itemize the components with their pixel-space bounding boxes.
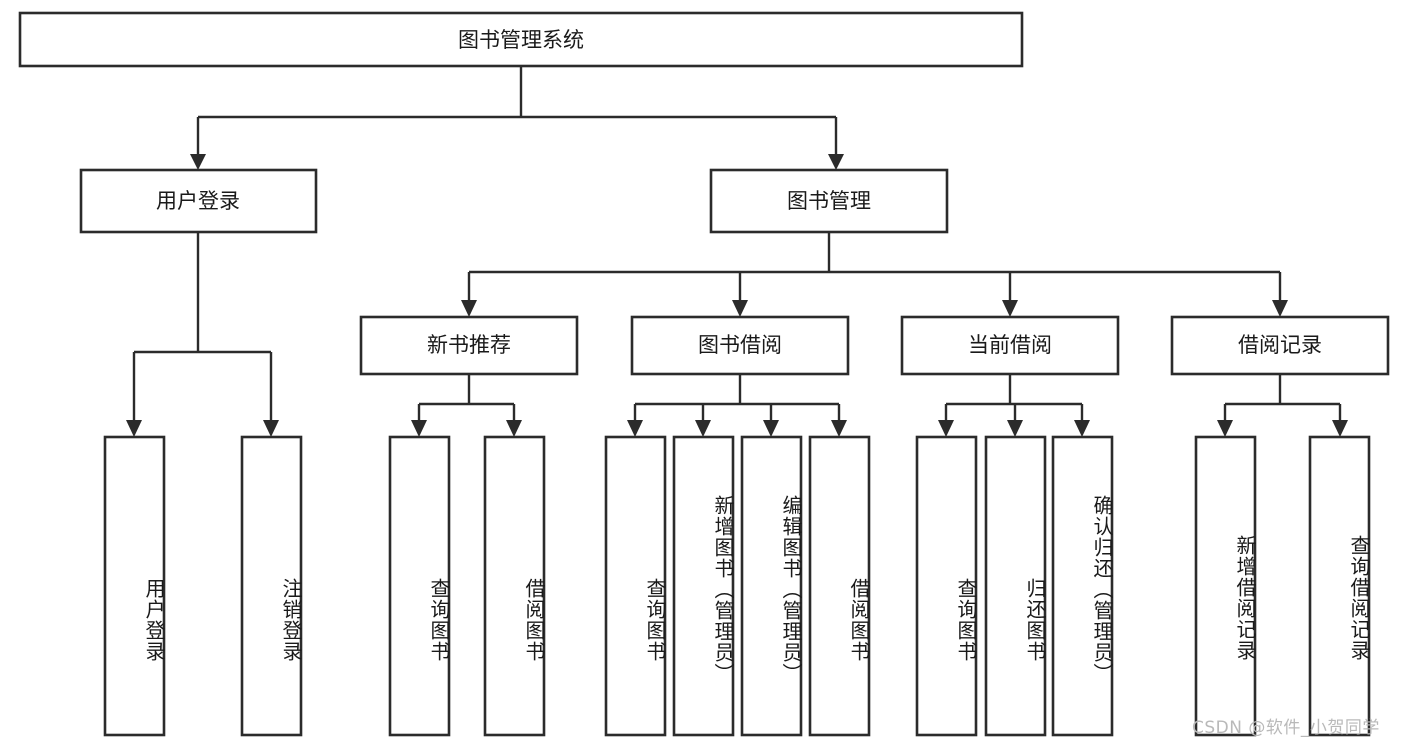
node-user-login[interactable]: 用户登录 (79, 168, 318, 234)
leaf-box-book-borrow-2[interactable] (740, 435, 803, 737)
leaf-box-book-borrow-3[interactable] (808, 435, 871, 737)
connector-level2-to-level3 (461, 232, 1288, 317)
leaf-box-user-login-0[interactable] (103, 435, 166, 737)
connector-new-book-to-leaves (411, 374, 522, 437)
connector-root-to-level2 (190, 66, 844, 170)
node-new-book-recommend-label: 新书推荐 (427, 333, 511, 357)
connector-current-borrow-to-leaves (938, 374, 1090, 437)
connector-user-login-to-leaves (126, 232, 279, 437)
leaf-box-book-borrow-1[interactable] (672, 435, 735, 737)
node-borrow-record[interactable]: 借阅记录 (1170, 315, 1390, 376)
node-book-management[interactable]: 图书管理 (709, 168, 949, 234)
connector-book-borrow-to-leaves (627, 374, 847, 437)
leaf-box-borrow-record-1[interactable] (1308, 435, 1371, 737)
node-book-management-label: 图书管理 (787, 189, 871, 213)
leaf-box-current-borrow-1[interactable] (984, 435, 1047, 737)
node-book-borrow-label: 图书借阅 (698, 333, 782, 357)
leaf-boxes (103, 435, 1371, 737)
leaf-box-book-borrow-0[interactable] (604, 435, 667, 737)
node-root-label: 图书管理系统 (458, 28, 584, 52)
leaf-box-borrow-record-0[interactable] (1194, 435, 1257, 737)
watermark-text: CSDN @软件_小贺同学 (1192, 718, 1380, 738)
node-borrow-record-label: 借阅记录 (1238, 333, 1322, 357)
node-current-borrow[interactable]: 当前借阅 (900, 315, 1120, 376)
node-user-login-label: 用户登录 (156, 189, 240, 213)
node-root-system[interactable]: 图书管理系统 (18, 11, 1024, 68)
node-new-book-recommend[interactable]: 新书推荐 (359, 315, 579, 376)
leaf-box-user-login-1[interactable] (240, 435, 303, 737)
leaf-box-current-borrow-0[interactable] (915, 435, 978, 737)
connector-borrow-record-to-leaves (1217, 374, 1348, 437)
node-current-borrow-label: 当前借阅 (968, 333, 1052, 357)
leaf-box-new-book-1[interactable] (483, 435, 546, 737)
node-book-borrow[interactable]: 图书借阅 (630, 315, 850, 376)
leaf-box-new-book-0[interactable] (388, 435, 451, 737)
leaf-box-current-borrow-2[interactable] (1051, 435, 1114, 737)
